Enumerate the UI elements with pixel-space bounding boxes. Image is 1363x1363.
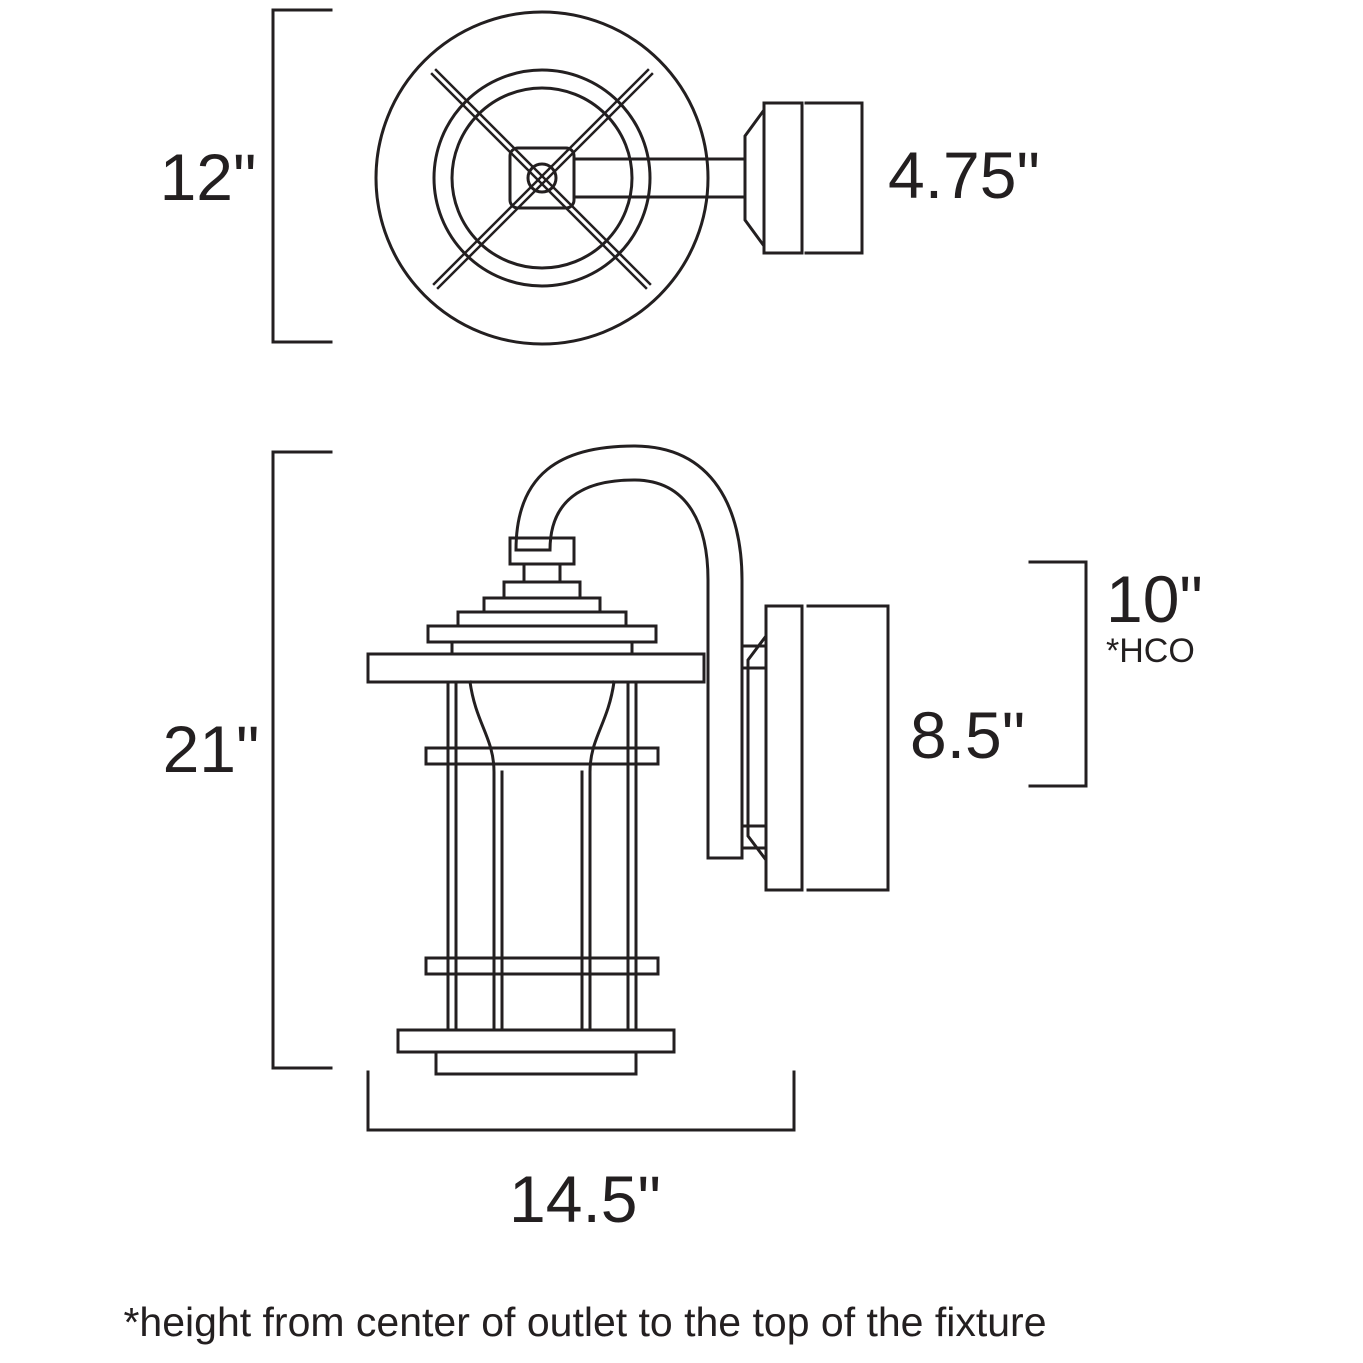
side-view-arm (514, 444, 744, 860)
dimension-bracket-21 (271, 450, 333, 1070)
dimension-bracket-4-75 (804, 101, 864, 255)
top-view-middle-ring (432, 68, 652, 288)
top-view-arm (572, 157, 747, 199)
dim-label-backplate-width: 4.75" (888, 138, 1040, 212)
dimension-bracket-8-5 (806, 604, 890, 892)
cross-brace (430, 68, 654, 290)
lantern-cage-posts (446, 680, 638, 1032)
footnote-text: *height from center of outlet to the top… (123, 1299, 1046, 1345)
dimension-bracket-12 (271, 8, 333, 344)
top-view-backplate (743, 101, 804, 255)
dim-label-hco-note: *HCO (1106, 632, 1195, 670)
lantern-base (396, 1028, 676, 1076)
dim-label-fixture-width: 14.5" (509, 1162, 661, 1236)
top-view-outer-ring (374, 10, 710, 346)
dim-label-top-view-height: 12" (160, 140, 257, 214)
top-view-drawing (374, 10, 804, 346)
top-view-hub (508, 146, 576, 210)
lantern-straps (424, 746, 660, 976)
top-view-hub-hole (526, 162, 558, 194)
labels: 12" 4.75" 21" 10" *HCO 8.5" 14.5" *heigh… (123, 138, 1202, 1345)
side-view-backplate (740, 604, 804, 892)
dimension-bracket-10 (1028, 560, 1088, 788)
line-art (271, 8, 1088, 1132)
dim-label-fixture-height: 21" (163, 712, 260, 786)
side-view-drawing (366, 444, 804, 1076)
dim-label-hco-height: 10" (1106, 562, 1203, 636)
lantern-glass (468, 680, 616, 1032)
lantern-top-stack (366, 536, 706, 684)
dimension-bracket-14-5 (366, 1070, 796, 1132)
dim-label-backplate-height: 8.5" (910, 698, 1025, 772)
top-view-inner-ring (450, 86, 634, 270)
